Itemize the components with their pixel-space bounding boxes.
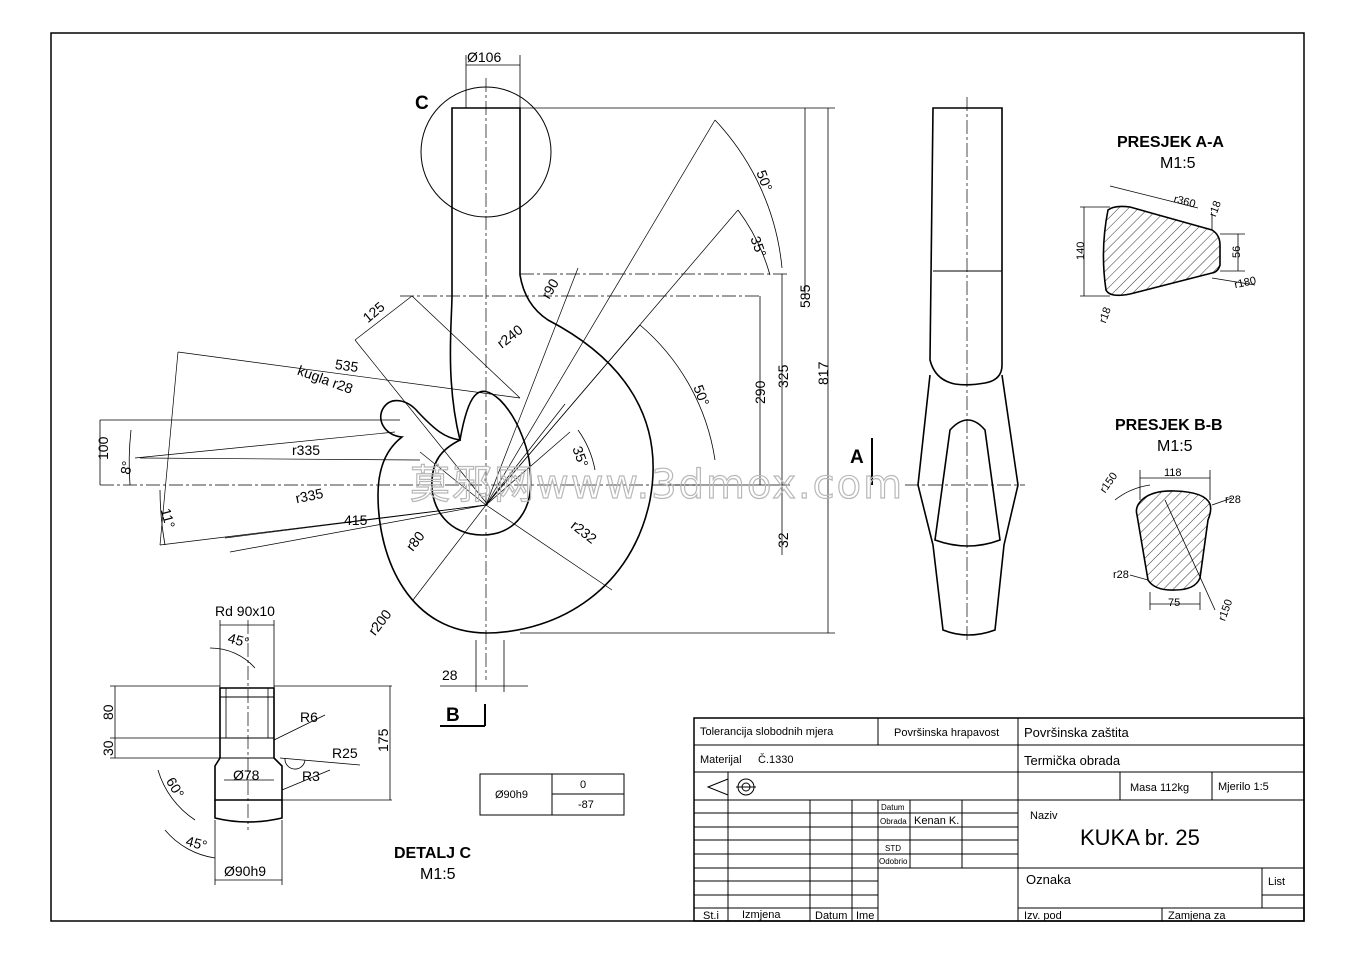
tb-std: STD xyxy=(885,844,901,853)
dim-817: 817 xyxy=(815,361,831,385)
dim-290: 290 xyxy=(752,380,768,404)
dim-125: 125 xyxy=(359,298,387,325)
detail-c-d30: 30 xyxy=(100,740,116,756)
tb-naziv: KUKA br. 25 xyxy=(1080,825,1200,850)
title-block-grid xyxy=(693,717,1305,922)
detail-c-a45-top: 45° xyxy=(226,630,251,651)
angle-35-mid: 35° xyxy=(569,444,591,469)
tb-ime: Ime xyxy=(856,910,874,922)
section-aa-r180: r180 xyxy=(1233,275,1257,291)
section-bb-scale: M1:5 xyxy=(1157,438,1193,455)
detail-c-r6: R6 xyxy=(300,709,318,725)
radius-r335-b: r335 xyxy=(294,485,325,507)
detail-c-d80: 80 xyxy=(100,704,116,720)
section-bb-r28-right: r28 xyxy=(1225,494,1241,506)
detail-c-a60: 60° xyxy=(163,774,187,800)
radius-r240: r240 xyxy=(494,321,526,351)
radius-r335-a: r335 xyxy=(292,442,320,458)
angle-50-top: 50° xyxy=(753,168,775,193)
hook-front-view xyxy=(99,55,873,727)
section-bb-r150-left: r150 xyxy=(1098,470,1120,495)
detail-c-d175: 175 xyxy=(375,728,391,752)
section-aa-r360: r360 xyxy=(1172,193,1196,210)
detail-c-rd: Rd 90x10 xyxy=(215,603,275,619)
radius-r232: r232 xyxy=(568,517,600,547)
tb-termicka: Termička obrada xyxy=(1024,753,1121,768)
tb-list: List xyxy=(1268,876,1285,888)
dim-100: 100 xyxy=(95,436,111,460)
section-aa-d140: 140 xyxy=(1075,242,1087,260)
tolerance-box xyxy=(479,773,625,816)
tb-naziv-label: Naziv xyxy=(1030,810,1058,822)
tb-materijal-value: Č.1330 xyxy=(758,753,793,766)
detail-c-d78: Ø78 xyxy=(233,767,260,783)
section-bb-shape xyxy=(1114,470,1233,611)
tb-st-i: St.i xyxy=(703,910,719,922)
tb-hrapavost: Površinska hrapavost xyxy=(894,727,999,739)
tb-masa: Masa 112kg xyxy=(1130,782,1189,794)
dim-32: 32 xyxy=(775,532,791,548)
section-aa-shape xyxy=(1080,185,1256,297)
tb-mjerilo: Mjerilo 1:5 xyxy=(1218,781,1269,793)
tb-oznaka: Oznaka xyxy=(1026,872,1072,887)
tb-odobrio: Odobrio xyxy=(879,857,908,866)
section-bb-r28-left: r28 xyxy=(1113,569,1129,581)
angle-8: 8° xyxy=(117,460,135,476)
dim-585: 585 xyxy=(797,284,813,308)
dim-d106: Ø106 xyxy=(467,49,501,65)
hook-side-view xyxy=(905,97,1025,640)
section-bb-d118: 118 xyxy=(1164,467,1182,479)
radius-r80: r80 xyxy=(403,528,428,554)
detail-c-r3: R3 xyxy=(302,768,320,784)
radius-r90: r90 xyxy=(538,276,562,302)
section-b-marker: B xyxy=(446,705,460,726)
angle-35-top: 35° xyxy=(747,234,769,259)
tb-materijal-label: Materijal xyxy=(700,754,742,766)
dim-28: 28 xyxy=(442,667,458,683)
angle-11: 11° xyxy=(158,506,179,530)
detail-c-title: DETALJ C xyxy=(394,845,471,862)
section-aa-r18-bot: r18 xyxy=(1097,306,1114,325)
detail-c-labels: Rd 90x10 45° 80 30 R6 175 R25 Ø78 R3 60°… xyxy=(100,603,471,883)
detail-c-shape xyxy=(110,620,392,885)
main-view-labels: Ø106 C 50° 35° r90 585 817 125 r240 535 … xyxy=(95,49,864,726)
watermark: 莫邪网www.3dmox.com xyxy=(410,462,904,508)
detail-c-scale: M1:5 xyxy=(420,866,456,883)
section-bb-r150-right: r150 xyxy=(1216,598,1235,623)
detail-c-a45-bot: 45° xyxy=(184,833,209,854)
angle-50-mid: 50° xyxy=(690,383,712,408)
tb-datum2: Datum xyxy=(815,910,847,922)
section-aa-d56: 56 xyxy=(1231,246,1243,258)
detail-c-d90: Ø90h9 xyxy=(224,863,266,879)
tb-obrada: Obrada xyxy=(880,817,907,826)
section-aa-title: PRESJEK A-A xyxy=(1117,134,1224,151)
tolerance-lower: -87 xyxy=(578,799,594,811)
dim-325: 325 xyxy=(775,364,791,388)
tolerance-labels: Ø90h9 0 -87 xyxy=(495,779,594,811)
tb-zamjena-za: Zamjena za xyxy=(1168,910,1226,922)
tb-zastita: Površinska zaštita xyxy=(1024,725,1130,740)
sheet-border xyxy=(50,32,1305,922)
tb-datum: Datum xyxy=(881,803,905,812)
section-a-marker: A xyxy=(850,447,864,468)
section-aa-r18-top: r18 xyxy=(1207,199,1224,218)
detail-c-marker: C xyxy=(415,93,429,114)
title-block-labels: Tolerancija slobodnih mjera Površinska h… xyxy=(700,725,1285,922)
tolerance-upper: 0 xyxy=(580,779,586,791)
section-bb-title: PRESJEK B-B xyxy=(1115,417,1223,434)
section-bb-d75: 75 xyxy=(1168,597,1180,609)
tb-izv-pod: Izv. pod xyxy=(1024,910,1062,922)
dim-535: 535 xyxy=(334,356,360,375)
tb-izmjena: Izmjena xyxy=(742,909,781,921)
tb-obrada-name: Kenan K. xyxy=(914,815,959,827)
dim-415: 415 xyxy=(344,512,368,528)
tb-tolerancija: Tolerancija slobodnih mjera xyxy=(700,726,834,738)
section-aa-labels: PRESJEK A-A M1:5 r360 r18 140 56 r180 r1… xyxy=(1075,134,1257,325)
section-aa-scale: M1:5 xyxy=(1160,155,1196,172)
tolerance-fit: Ø90h9 xyxy=(495,789,528,801)
radius-r200: r200 xyxy=(365,606,395,638)
detail-c-r25: R25 xyxy=(332,745,358,761)
